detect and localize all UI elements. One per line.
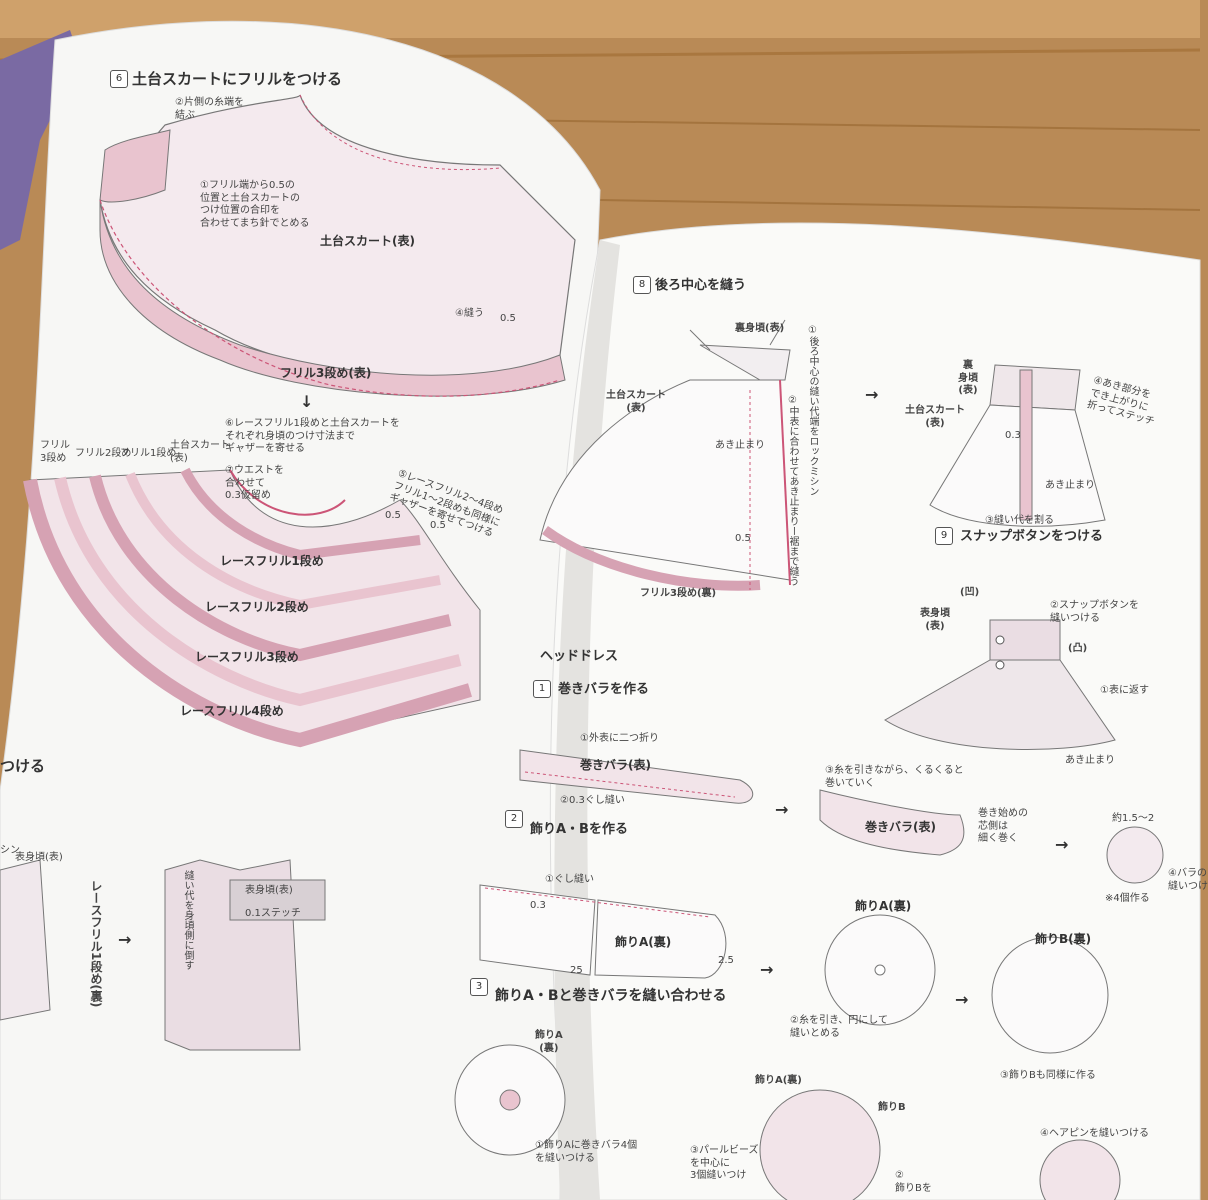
arrow-hd1b: →: [1055, 835, 1069, 854]
label-rolled-rose: 巻きバラ(表): [580, 758, 651, 772]
cut-off-title: つける: [0, 757, 46, 775]
label-lace-frill-1: レースフリル1段め: [220, 554, 324, 568]
note-sew-open-end: ②中表に合わせてあき止まりー裾まで縫う: [787, 395, 798, 586]
note-pull-thread: ②糸を引き、円にして 縫いとめる: [790, 1015, 888, 1039]
label-lace-frill-2: レースフリル2段め: [205, 600, 309, 614]
note-fold-seam: 縫い代を身頃側に倒す: [182, 870, 193, 970]
note-running-stitch: ②0.3ぐし縫い: [560, 795, 625, 806]
note-hairpin: ④ヘアピンを縫いつける: [1040, 1128, 1149, 1139]
note-roll-rose: ③糸を引きながら、くるくると 巻いていく: [825, 765, 964, 789]
dress-back-diagram: [539, 319, 791, 591]
step-8-title: 後ろ中心を縫う: [655, 278, 747, 293]
bottom-left-sketches: [0, 859, 326, 1051]
label-frill-3-back: フリル3段め(裏): [640, 588, 717, 599]
label-back-bodice-2: 裏 身頃 (表): [958, 360, 978, 396]
measure-0.3-b: 0.3: [530, 900, 546, 911]
label-deco-a: 飾りA(裏): [615, 935, 672, 949]
hd-step-2-number: 2: [505, 810, 523, 828]
label-convex: (凸): [1068, 643, 1088, 654]
rose-strip: [519, 749, 1164, 884]
label-frill-1-fan: フリル1段め: [120, 448, 177, 459]
label-lace-frill-3: レースフリル3段め: [195, 650, 299, 664]
note-deco-b-same: ③飾りBも同様に作る: [1000, 1070, 1096, 1081]
note-gather-lace: ⑥レースフリル1段めと土台スカートを それぞれ身頃のつけ寸法まで ギャザーを寄せ…: [225, 418, 400, 454]
label-frill-3: フリル3段め(表): [280, 366, 372, 380]
label-front-bodice: 表身頃(表): [15, 852, 63, 863]
arrow-hd1: →: [775, 800, 789, 819]
hd-step-3-title: 飾りA・Bと巻きバラを縫い合わせる: [495, 988, 727, 1004]
label-frill-3-fan: フリル 3段め: [40, 440, 70, 464]
note-press-open: ③縫い代を割る: [985, 515, 1054, 526]
note-pearl-beads: ③パールビーズ を中心に 3個縫いつけ: [690, 1145, 759, 1181]
right-page: [549, 222, 1201, 1200]
label-base-skirt: 土台スカート(表): [320, 234, 415, 248]
label-back-bodice: 裏身頃(表): [735, 323, 785, 334]
label-approx: 約1.5〜2: [1112, 813, 1155, 824]
label-lace-frill-4: レースフリル4段め: [180, 704, 284, 718]
label-deco-a-3: 飾りA (裏): [535, 1030, 563, 1054]
deco-strip: [479, 884, 727, 979]
label-deco-b: 飾りB(裏): [1035, 932, 1092, 946]
step-6-title: 土台スカートにフリルをつける: [132, 70, 343, 88]
hd-step-3-number: 3: [470, 978, 488, 996]
note-serge-center: ①後ろ中心の縫い代端をロックミシン: [807, 325, 818, 496]
label-open-end-3: あき止まり: [1065, 755, 1115, 766]
step-9-number: 9: [935, 527, 953, 545]
note-fold-in-half: ①外表に二つ折り: [580, 733, 659, 744]
headdress-title: ヘッドドレス: [540, 649, 619, 664]
arrow-left-bottom: →: [118, 930, 132, 949]
step-8-number: 8: [633, 276, 651, 294]
note-attach-roses: ①飾りAに巻きバラ4個 を縫いつける: [535, 1140, 638, 1164]
label-base-skirt-8b: 土台スカート (表): [905, 405, 965, 429]
dress-snap-diagram: [884, 619, 1116, 750]
label-base-skirt-fan: 土台スカート (表): [170, 440, 230, 464]
note-deco-b: ② 飾りBを: [895, 1170, 932, 1194]
note-turn-right: ①表に返す: [1100, 685, 1149, 696]
label-deco-a-2: 飾りA(裏): [855, 899, 912, 913]
note-tie-thread: ②片側の糸端を 結ぶ: [175, 97, 244, 121]
note-rose-sew: ④バラの 縫いつけ: [1168, 868, 1208, 892]
step-6-number: 6: [110, 70, 128, 88]
label-front-bodice-9: 表身頃 (表): [920, 608, 950, 632]
measure-0.5-b: 0.5: [385, 510, 401, 521]
label-rolled-rose-2: 巻きバラ(表): [865, 820, 936, 834]
measure-0.5-a: 0.5: [500, 313, 516, 324]
measure-0.3: 0.3: [1005, 430, 1021, 441]
label-recess: (凹): [960, 587, 980, 598]
hd-step-1-number: 1: [533, 680, 551, 698]
note-core-thin: 巻き始めの 芯側は 細く巻く: [978, 808, 1028, 844]
cut-off-label: シン: [0, 845, 20, 856]
measure-0.5: 0.5: [735, 533, 751, 544]
hd-step-1-title: 巻きバラを作る: [558, 682, 650, 697]
arrow-hd2b: →: [955, 990, 969, 1009]
label-frill-2-fan: フリル2段め: [75, 448, 132, 459]
arrow-hd2: →: [760, 960, 774, 979]
label-open-end-2: あき止まり: [1045, 480, 1095, 491]
note-pin-frill: ①フリル端から0.5の 位置と土台スカートの つけ位置の合印を 合わせてまち針で…: [200, 180, 310, 229]
label-sew-4: ④縫う: [455, 308, 484, 319]
label-deco-b-2: 飾りB: [878, 1102, 906, 1113]
label-lace-frill-vertical: レースフリル1段め(裏): [89, 880, 103, 1008]
note-running-stitch-2: ①ぐし縫い: [545, 874, 594, 885]
measure-25: 25: [570, 965, 583, 976]
note-make-four: ※4個作る: [1105, 893, 1150, 904]
arrow-step8: →: [865, 385, 879, 404]
label-base-skirt-8: 土台スカート (表): [606, 390, 666, 414]
measure-0.5-c: 0.5: [430, 520, 446, 531]
label-open-end: あき止まり: [715, 440, 765, 451]
step-9-title: スナップボタンをつける: [960, 529, 1104, 544]
skirt-frill-diagram: [99, 94, 576, 397]
dress-open-back-diagram: [929, 364, 1106, 527]
down-arrow: ↓: [300, 392, 314, 411]
label-deco-a-4: 飾りA(裏): [755, 1075, 802, 1086]
note-waist-baste: ⑦ウエストを 合わせて 0.3仮留め: [225, 465, 284, 501]
label-front-bodice-2: 表身頃(表): [245, 885, 293, 896]
deco-circles: [454, 914, 1121, 1200]
hd-step-2-title: 飾りA・Bを作る: [530, 822, 628, 837]
measure-2.5: 2.5: [718, 955, 734, 966]
lace-frill-fan: [23, 467, 481, 748]
note-sew-snap: ②スナップボタンを 縫いつける: [1050, 600, 1139, 624]
label-stitch: 0.1ステッチ: [245, 908, 301, 919]
